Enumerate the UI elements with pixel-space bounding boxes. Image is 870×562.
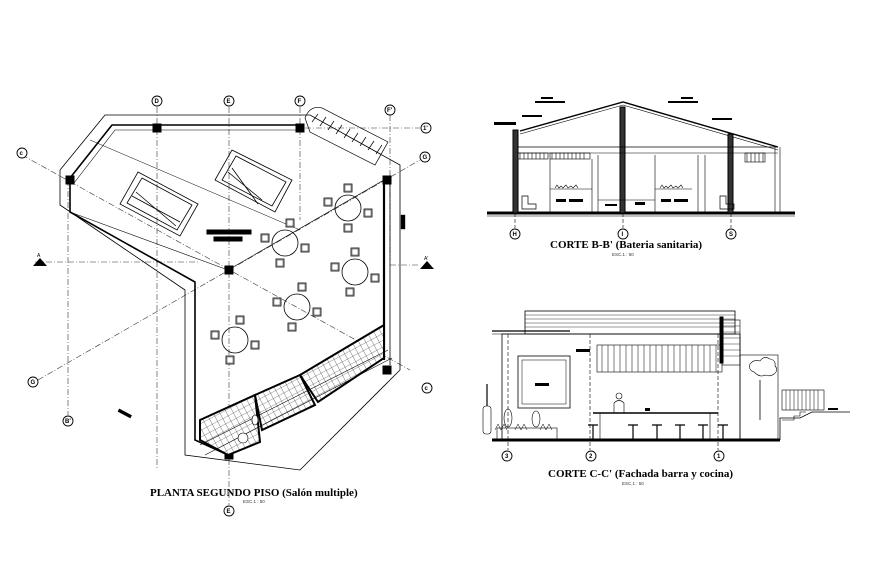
svg-text:A': A' xyxy=(424,256,428,262)
svg-text:c: c xyxy=(20,151,24,157)
svg-text:2: 2 xyxy=(589,454,593,460)
section-cc-scale: ESC.1 : 50 xyxy=(622,481,644,486)
svg-text:F': F' xyxy=(387,108,393,114)
svg-text:E: E xyxy=(227,509,231,515)
svg-text:B': B' xyxy=(65,419,71,425)
floor-plan: A A' D E F F' 1' G c G c B' E xyxy=(16,95,434,517)
svg-text:S: S xyxy=(729,232,733,238)
plan-scale: ESC.1 : 50 xyxy=(243,499,265,504)
svg-text:F: F xyxy=(298,99,302,105)
section-cc-title: CORTE C-C' (Fachada barra y cocina) xyxy=(548,468,734,480)
svg-text:G: G xyxy=(31,380,36,386)
section-bb-scale: ESC.1 : 50 xyxy=(612,252,634,257)
svg-text:G: G xyxy=(423,155,428,161)
svg-text:1': 1' xyxy=(423,126,428,132)
svg-text:D: D xyxy=(155,99,160,105)
svg-text:A: A xyxy=(37,253,41,259)
plan-title: PLANTA SEGUNDO PISO (Salón multiple) xyxy=(150,487,358,499)
section-cc: 3 2 1 xyxy=(482,310,850,462)
section-bb-title: CORTE B-B' (Bateria sanitaria) xyxy=(550,239,703,251)
section-bb: H I S xyxy=(487,97,795,240)
svg-text:c: c xyxy=(425,386,429,392)
svg-text:H: H xyxy=(513,232,517,238)
grid-bubbles-plan: D E F F' 1' G c G c B' E xyxy=(16,95,433,517)
svg-text:1: 1 xyxy=(717,454,721,460)
svg-text:3: 3 xyxy=(505,454,509,460)
svg-text:I: I xyxy=(622,232,624,238)
svg-text:E: E xyxy=(227,99,231,105)
